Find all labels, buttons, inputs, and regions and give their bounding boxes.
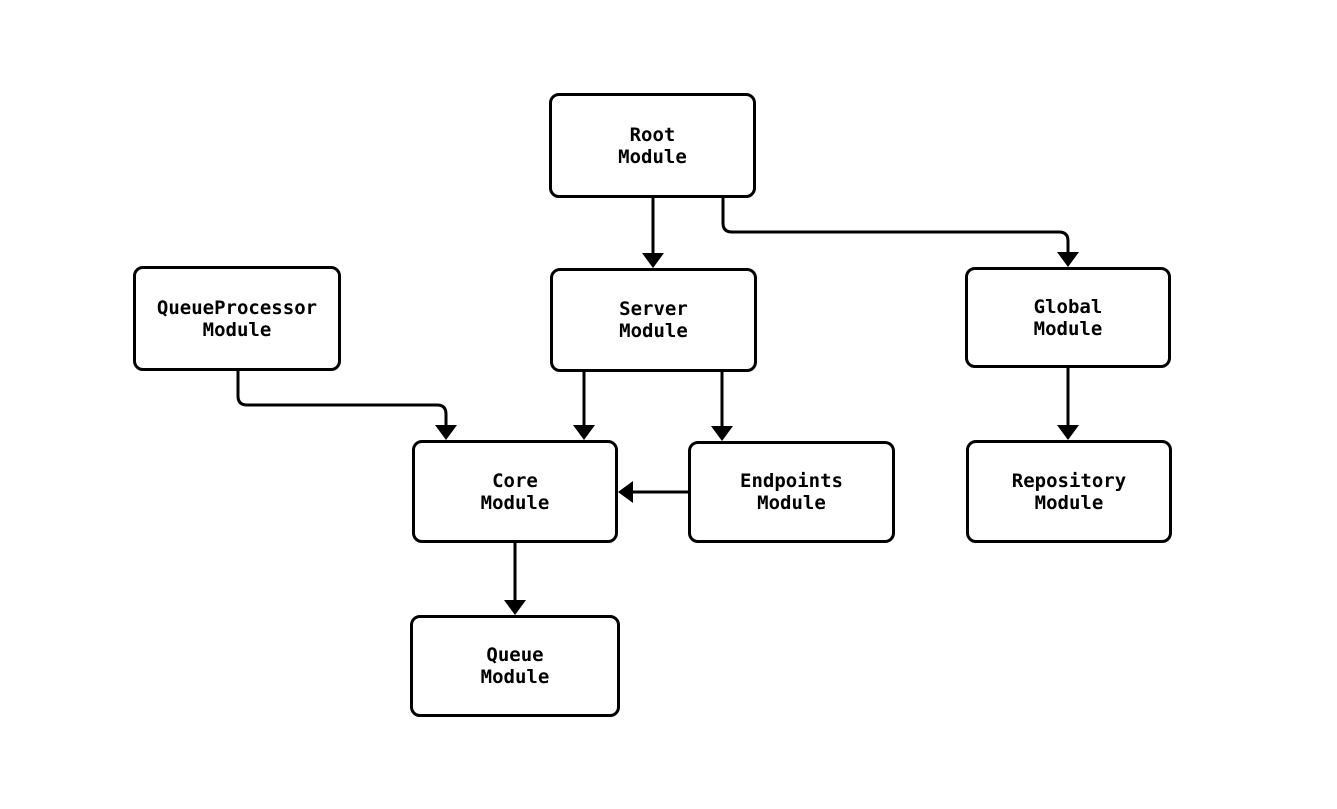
edge-server-endpoints (711, 372, 733, 441)
node-server: Server Module (550, 268, 757, 372)
arrowhead (1057, 252, 1079, 267)
node-queue: Queue Module (410, 615, 620, 717)
edge-root-server (642, 198, 664, 268)
arrowhead (711, 426, 733, 441)
node-label: Repository Module (1011, 469, 1127, 514)
arrowhead (435, 425, 457, 440)
edge-core-queue (504, 543, 526, 615)
node-repository: Repository Module (966, 440, 1172, 543)
node-global: Global Module (965, 267, 1171, 368)
edge-global-repository (1057, 368, 1079, 440)
arrowhead (618, 481, 633, 503)
node-endpoints: Endpoints Module (688, 441, 895, 543)
node-root: Root Module (549, 93, 756, 198)
arrowhead (504, 600, 526, 615)
edge-root-global (721, 198, 1079, 267)
edge-endpoints-core (618, 481, 688, 503)
edge-server-core (573, 372, 595, 440)
arrowhead (1057, 425, 1079, 440)
node-label: Root Module (618, 123, 687, 168)
arrowhead (642, 253, 664, 268)
node-queueprocessor: QueueProcessor Module (133, 266, 341, 371)
node-label: Global Module (1033, 295, 1103, 340)
node-label: Endpoints Module (740, 470, 843, 514)
arrowhead (573, 425, 595, 440)
node-label: Server Module (619, 298, 688, 342)
edge-queueprocessor-core (236, 371, 457, 440)
node-label: QueueProcessor Module (156, 296, 318, 341)
node-label: Queue Module (480, 644, 550, 688)
node-label: Core Module (480, 469, 550, 514)
node-core: Core Module (412, 440, 618, 543)
